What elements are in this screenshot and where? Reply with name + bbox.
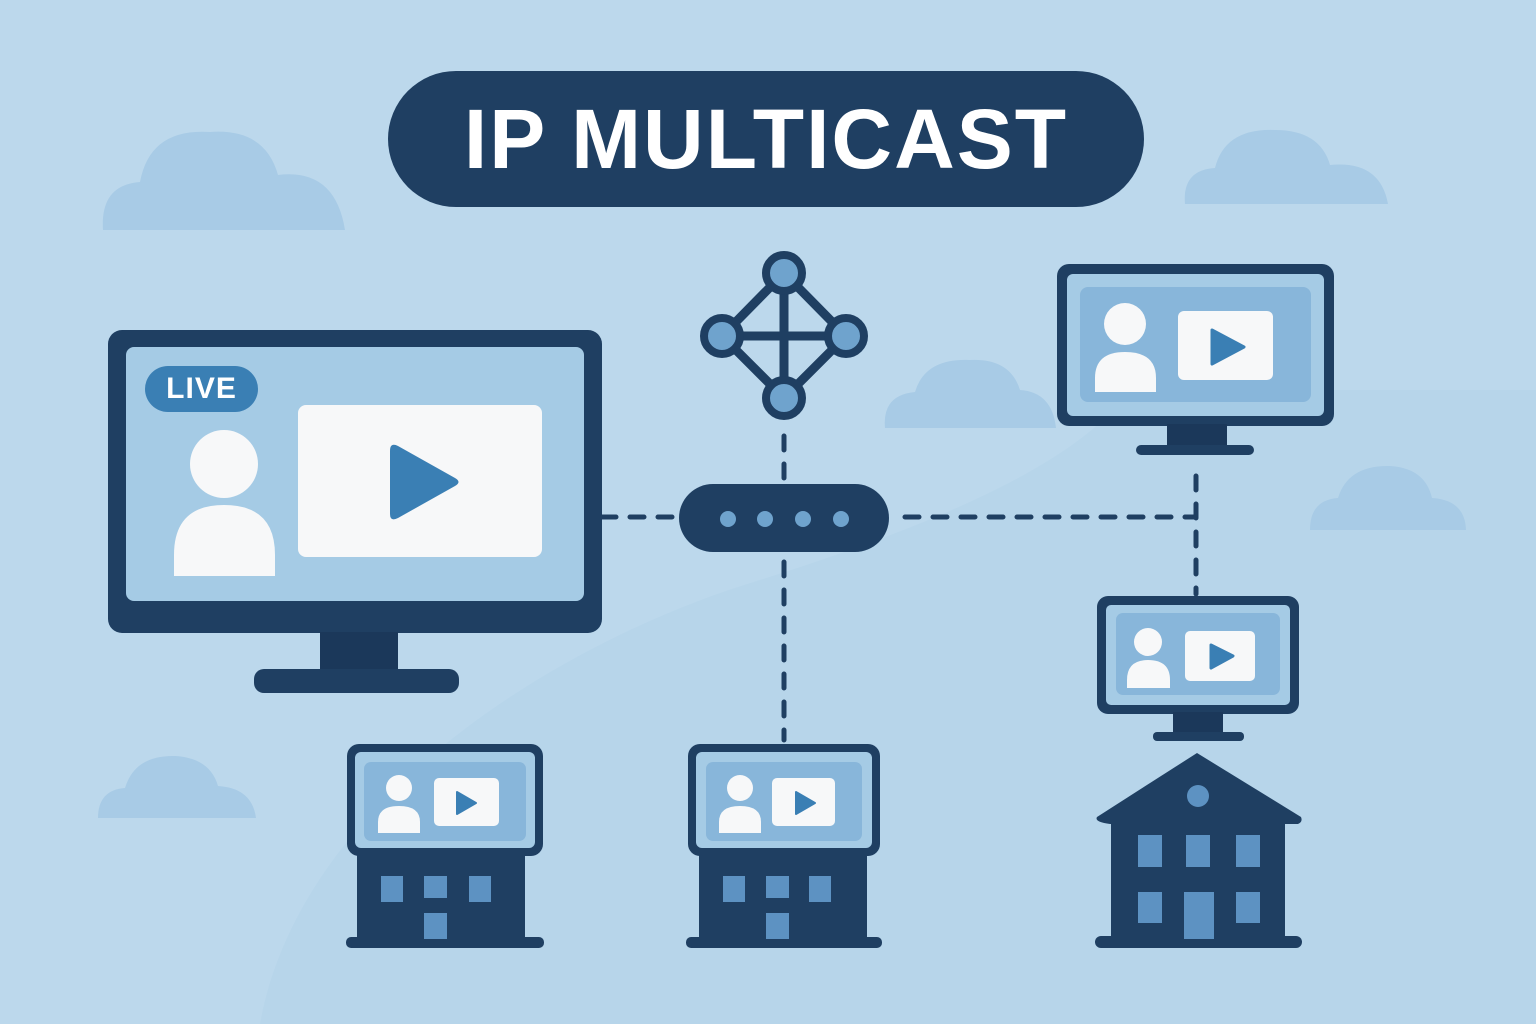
cloud-icon xyxy=(98,129,1466,818)
title-banner: IP MULTICAST xyxy=(388,71,1144,207)
user-icon xyxy=(190,430,258,498)
play-icon xyxy=(390,444,459,520)
page-title: IP MULTICAST xyxy=(463,91,1069,186)
live-badge: LIVE xyxy=(145,366,258,412)
live-badge-label: LIVE xyxy=(166,372,237,405)
